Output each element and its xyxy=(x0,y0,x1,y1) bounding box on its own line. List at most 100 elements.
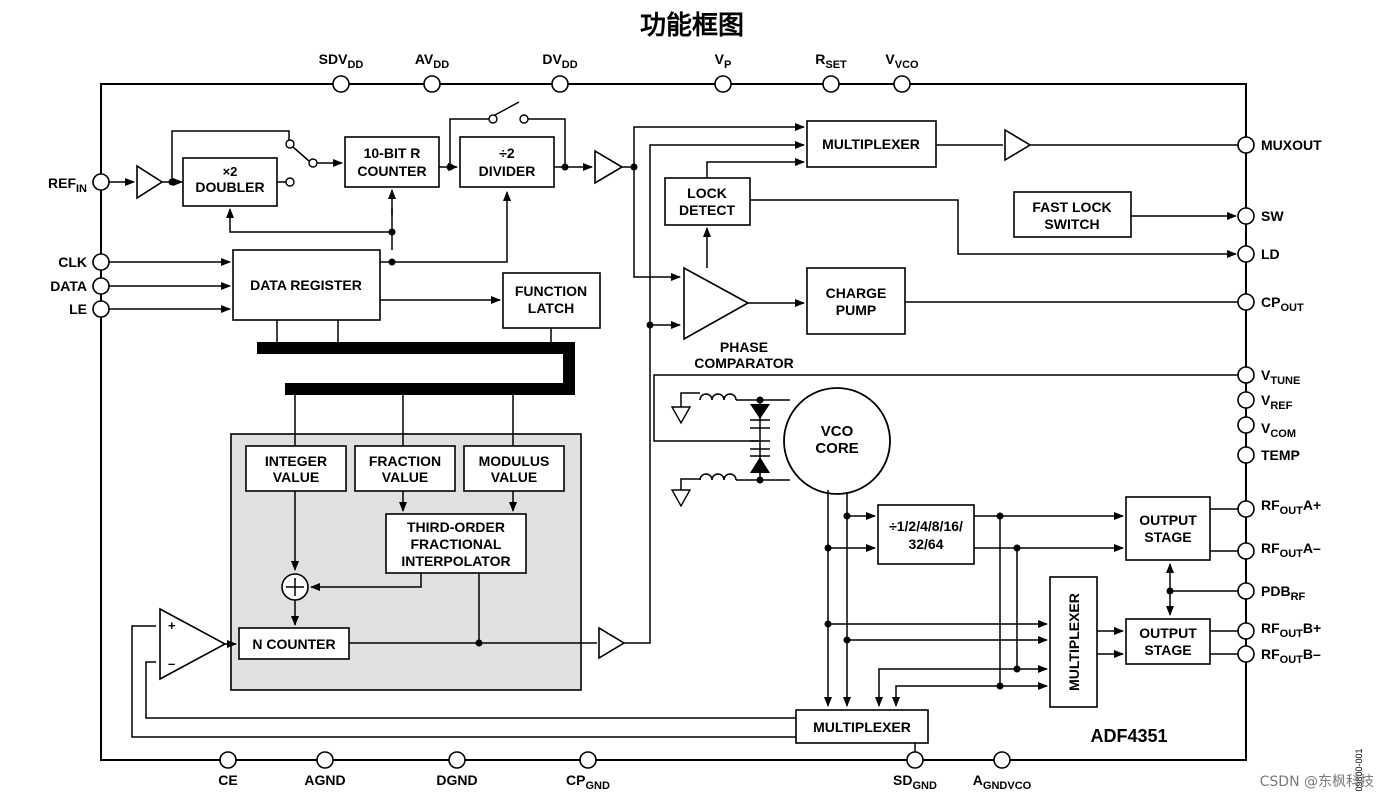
svg-text:INTEGER: INTEGER xyxy=(265,453,327,469)
n-counter-buffer xyxy=(598,626,626,660)
vco-core xyxy=(783,387,891,495)
svg-text:LATCH: LATCH xyxy=(528,300,574,316)
output-stage-a xyxy=(1125,496,1211,561)
svg-text:PHASE: PHASE xyxy=(720,339,768,355)
svg-text:REFIN: REFIN xyxy=(48,175,87,195)
bottom-pin-agnd: AGND xyxy=(304,751,346,788)
svg-text:MULTIPLEXER: MULTIPLEXER xyxy=(1066,593,1082,691)
svg-text:INTERPOLATOR: INTERPOLATOR xyxy=(401,553,510,569)
right-pin-sw: SW xyxy=(1237,207,1284,225)
interpolator-block xyxy=(385,513,527,574)
svg-text:DETECT: DETECT xyxy=(679,202,735,218)
svg-text:CE: CE xyxy=(218,772,237,788)
svg-text:MULTIPLEXER: MULTIPLEXER xyxy=(822,136,920,152)
svg-text:LOCK: LOCK xyxy=(687,185,727,201)
svg-text:CPGND: CPGND xyxy=(566,772,610,792)
svg-text:CLK: CLK xyxy=(58,254,87,270)
integer-value-block xyxy=(245,445,347,492)
rf-output-divider xyxy=(877,504,975,565)
svg-text:VTUNE: VTUNE xyxy=(1261,367,1300,387)
output-stage-b xyxy=(1125,618,1211,665)
svg-text:VVCO: VVCO xyxy=(885,51,919,71)
top-pin-sdvdd: SDVDD xyxy=(319,51,364,93)
svg-text:10-BIT R: 10-BIT R xyxy=(364,145,421,161)
svg-text:THIRD-ORDER: THIRD-ORDER xyxy=(407,519,505,535)
diagram-title: 功能框图 xyxy=(640,10,744,40)
svg-text:LE: LE xyxy=(69,301,87,317)
top-pin-vvco: VVCO xyxy=(885,51,919,93)
svg-text:STAGE: STAGE xyxy=(1144,642,1191,658)
fraction-value-block xyxy=(354,445,456,492)
svg-text:×2: ×2 xyxy=(223,164,238,179)
svg-text:COMPARATOR: COMPARATOR xyxy=(694,355,794,371)
svg-text:VP: VP xyxy=(715,51,732,71)
data-register-block xyxy=(232,249,381,321)
top-pin-dvdd: DVDD xyxy=(542,51,578,93)
multiplexer-bottom xyxy=(795,709,929,744)
svg-text:SW: SW xyxy=(1261,208,1284,224)
left-pin-data: DATA xyxy=(50,277,110,295)
svg-text:PDBRF: PDBRF xyxy=(1261,583,1306,603)
svg-text:VREF: VREF xyxy=(1261,392,1293,412)
svg-text:RFOUTB+: RFOUTB+ xyxy=(1261,620,1321,640)
svg-text:VCOM: VCOM xyxy=(1261,420,1296,440)
left-pin-le: LE xyxy=(69,300,110,318)
svg-text:FUNCTION: FUNCTION xyxy=(515,283,587,299)
svg-text:+: + xyxy=(168,618,176,633)
right-pin-ld: LD xyxy=(1237,245,1280,263)
right-pin-rfouta-plus: RFOUTA+ xyxy=(1237,497,1321,518)
right-pin-temp: TEMP xyxy=(1237,446,1300,464)
op-amp xyxy=(159,607,227,681)
n-counter-block xyxy=(238,627,350,660)
left-pin-clk: CLK xyxy=(58,253,110,271)
watermark: CSDN @东枫科技 xyxy=(1260,774,1374,790)
svg-text:TEMP: TEMP xyxy=(1261,447,1300,463)
bottom-pin-ce: CE xyxy=(218,751,238,788)
r-counter-block xyxy=(344,136,440,188)
svg-text:AGND: AGND xyxy=(304,772,345,788)
svg-text:DVDD: DVDD xyxy=(542,51,577,71)
multiplexer-vertical xyxy=(1049,576,1098,708)
top-pin-avdd: AVDD xyxy=(415,51,449,93)
divider-block xyxy=(459,136,555,188)
svg-text:DOUBLER: DOUBLER xyxy=(195,179,264,195)
right-pin-rfoutb-plus: RFOUTB+ xyxy=(1237,620,1321,640)
varactor-tank xyxy=(670,392,790,508)
svg-text:CORE: CORE xyxy=(815,440,858,457)
svg-text:VCO: VCO xyxy=(821,423,854,440)
svg-text:DATA: DATA xyxy=(50,278,87,294)
top-pin-rset: RSET xyxy=(815,51,847,93)
muxout-buffer xyxy=(1004,128,1032,162)
svg-text:DGND: DGND xyxy=(436,772,477,788)
right-pin-vref: VREF xyxy=(1237,391,1293,412)
svg-text:COUNTER: COUNTER xyxy=(357,163,426,179)
bottom-pin-sdgnd: SDGND xyxy=(893,751,937,792)
right-pin-vcom: VCOM xyxy=(1237,416,1296,440)
data-bus xyxy=(257,342,575,395)
right-pin-vtune: VTUNE xyxy=(1237,366,1300,387)
svg-text:32/64: 32/64 xyxy=(908,536,943,552)
svg-text:DATA REGISTER: DATA REGISTER xyxy=(250,277,362,293)
svg-text:DIVIDER: DIVIDER xyxy=(479,163,536,179)
multiplexer-top xyxy=(806,120,937,168)
svg-text:RFOUTB–: RFOUTB– xyxy=(1261,646,1321,666)
svg-text:FRACTIONAL: FRACTIONAL xyxy=(411,536,502,552)
right-pin-muxout: MUXOUT xyxy=(1237,136,1322,154)
svg-text:÷2: ÷2 xyxy=(499,145,515,161)
svg-text:RFOUTA–: RFOUTA– xyxy=(1261,540,1321,560)
top-pin-vp: VP xyxy=(714,51,732,93)
figure-code: 09800-001 xyxy=(1354,748,1364,791)
right-pin-rfouta-minus: RFOUTA– xyxy=(1237,540,1321,560)
svg-text:÷1/2/4/8/16/: ÷1/2/4/8/16/ xyxy=(889,518,963,534)
svg-text:MULTIPLEXER: MULTIPLEXER xyxy=(813,719,911,735)
svg-text:SDVDD: SDVDD xyxy=(319,51,364,71)
svg-text:CHARGE: CHARGE xyxy=(826,285,887,301)
right-pin-pdbrf: PDBRF xyxy=(1237,582,1306,603)
charge-pump-block xyxy=(806,267,906,335)
svg-text:CPOUT: CPOUT xyxy=(1261,294,1304,314)
svg-text:MODULUS: MODULUS xyxy=(479,453,550,469)
modulus-value-block xyxy=(463,445,565,492)
svg-text:VALUE: VALUE xyxy=(382,469,428,485)
right-pin-rfoutb-minus: RFOUTB– xyxy=(1237,645,1321,666)
